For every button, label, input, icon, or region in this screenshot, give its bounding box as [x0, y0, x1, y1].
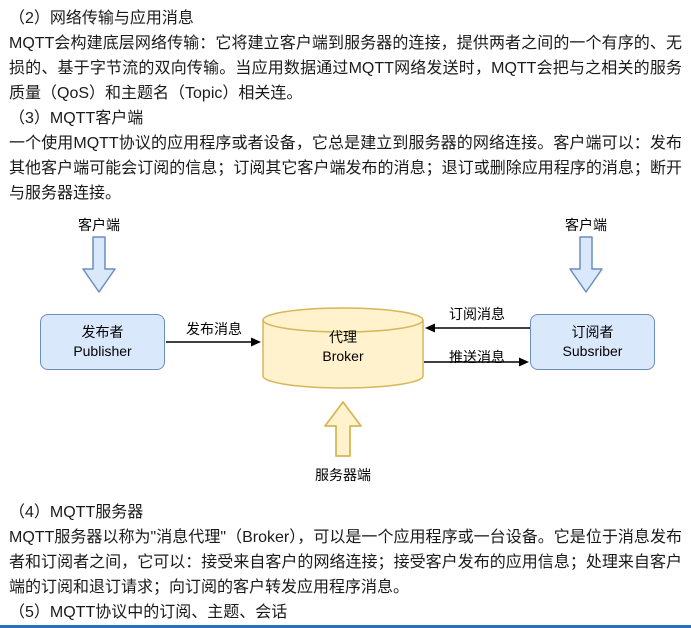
- section-2-body: MQTT会构建底层网络传输：它将建立客户端到服务器的连接，提供两者之间的一个有序…: [9, 35, 682, 102]
- up-arrow-icon: [324, 401, 362, 457]
- down-arrow-icon: [82, 236, 116, 293]
- push-arrow-icon: [424, 357, 529, 367]
- publish-message-label: 发布消息: [186, 321, 242, 337]
- broker-label-en: Broker: [322, 348, 364, 364]
- subscriber-label-cn: 订阅者: [571, 324, 614, 340]
- client-label-right: 客户端: [565, 217, 607, 233]
- broker-label-cn: 代理: [329, 329, 357, 345]
- publisher-label-en: Publisher: [73, 343, 132, 359]
- section-4-body: MQTT服务器以称为"消息代理"（Broker），可以是一个应用程序或一台设备。…: [9, 529, 682, 596]
- subscriber-node: 订阅者 Subsriber: [530, 314, 655, 370]
- mqtt-architecture-diagram: 客户端 客户端 发布者 Publisher 代理 Broker 订阅者 Subs…: [0, 210, 691, 500]
- publish-arrow-icon: [166, 337, 261, 347]
- down-arrow-icon: [569, 236, 603, 293]
- section-5-heading: （5）MQTT协议中的订阅、主题、会话: [9, 604, 288, 621]
- section-3-body: 一个使用MQTT协议的应用程序或者设备，它总是建立到服务器的网络连接。客户端可以…: [9, 135, 682, 202]
- client-label-left: 客户端: [78, 217, 120, 233]
- section-4-heading: （4）MQTT服务器: [9, 504, 144, 521]
- subscribe-arrow-icon: [425, 323, 530, 333]
- publisher-node: 发布者 Publisher: [40, 314, 165, 370]
- push-message-label: 推送消息: [449, 349, 505, 365]
- section-2-heading: （2）网络传输与应用消息: [9, 10, 194, 27]
- section-3-heading: （3）MQTT客户端: [9, 110, 144, 127]
- bottom-divider: [0, 625, 691, 628]
- publisher-label-cn: 发布者: [81, 324, 124, 340]
- subscribe-message-label: 订阅消息: [449, 306, 505, 322]
- subscriber-label-en: Subsriber: [562, 343, 623, 359]
- broker-cylinder-icon: [262, 307, 424, 389]
- broker-node-label: 代理 Broker: [261, 328, 425, 366]
- server-side-label: 服务器端: [315, 467, 371, 483]
